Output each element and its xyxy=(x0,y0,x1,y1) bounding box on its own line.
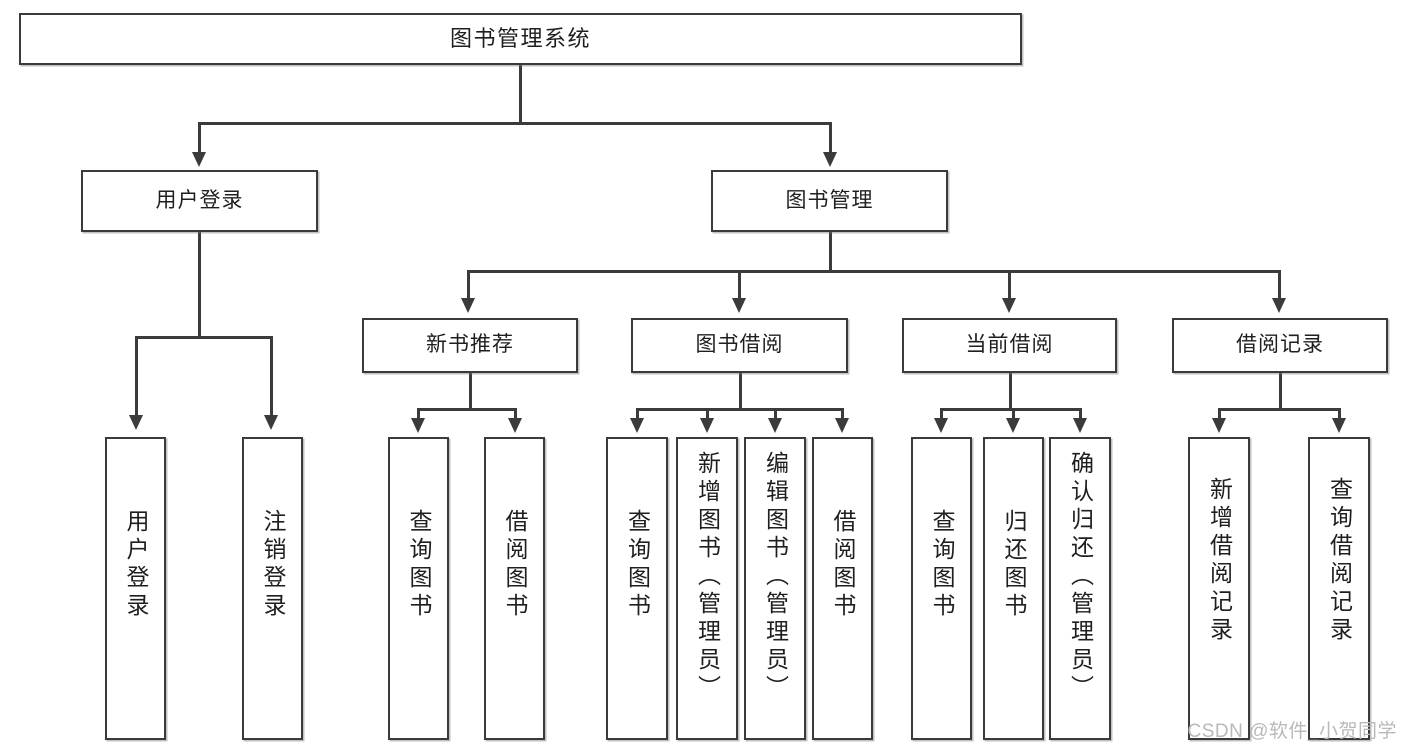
node-leaf-query-book-1[interactable]: 查询图书 xyxy=(388,437,449,740)
node-leaf-query-book-3[interactable]: 查询图书 xyxy=(911,437,972,740)
arrowhead-book-borrow xyxy=(732,298,746,313)
connector-drop-leaf-edit-book xyxy=(774,408,777,420)
node-leaf-add-book-label: 新增图书（管理员） xyxy=(694,451,721,703)
arrowhead-new-book-rec xyxy=(461,298,475,313)
node-current-borrow-label: 当前借阅 xyxy=(965,333,1054,357)
connector-drop-book-manage xyxy=(829,122,832,154)
connector-root-bus xyxy=(198,122,831,125)
node-borrow-record-label: 借阅记录 xyxy=(1236,333,1324,357)
node-leaf-query-book-2[interactable]: 查询图书 xyxy=(606,437,668,740)
node-leaf-add-record-label: 新增借阅记录 xyxy=(1206,477,1233,645)
connector-root-stem xyxy=(519,65,522,122)
node-book-borrow-label: 图书借阅 xyxy=(695,333,784,357)
node-leaf-user-login[interactable]: 用户登录 xyxy=(105,437,166,740)
arrowhead-leaf-borrow-book-1 xyxy=(508,418,522,433)
arrowhead-leaf-query-book-3 xyxy=(934,418,948,433)
connector-drop-leaf-query-book-2 xyxy=(636,408,639,420)
connector-drop-leaf-user-login xyxy=(135,336,138,417)
arrowhead-leaf-edit-book xyxy=(768,418,782,433)
arrowhead-borrow-record xyxy=(1272,298,1286,313)
node-leaf-add-record[interactable]: 新增借阅记录 xyxy=(1188,437,1250,740)
arrowhead-leaf-add-book xyxy=(700,418,714,433)
arrowhead-leaf-query-book-1 xyxy=(411,418,425,433)
node-leaf-return-book[interactable]: 归还图书 xyxy=(983,437,1044,740)
connector-book-borrow-bus xyxy=(636,408,843,411)
node-root[interactable]: 图书管理系统 xyxy=(19,13,1022,65)
node-leaf-query-book-2-label: 查询图书 xyxy=(624,509,651,621)
arrowhead-leaf-add-record xyxy=(1212,418,1226,433)
arrowhead-book-manage xyxy=(823,152,837,167)
node-leaf-borrow-book-2[interactable]: 借阅图书 xyxy=(812,437,873,740)
connector-drop-leaf-borrow-book-1 xyxy=(514,408,517,420)
connector-drop-current-borrow xyxy=(1008,270,1011,300)
connector-drop-leaf-user-logout xyxy=(270,336,273,417)
node-user-login-label: 用户登录 xyxy=(155,188,244,212)
connector-drop-leaf-return-book xyxy=(1012,408,1015,420)
node-new-book-rec[interactable]: 新书推荐 xyxy=(362,318,578,373)
node-leaf-query-record-label: 查询借阅记录 xyxy=(1326,477,1353,645)
node-user-login[interactable]: 用户登录 xyxy=(81,170,318,232)
node-book-manage[interactable]: 图书管理 xyxy=(711,170,948,232)
arrowhead-leaf-return-book xyxy=(1006,418,1020,433)
node-book-manage-label: 图书管理 xyxy=(785,188,874,212)
node-borrow-record[interactable]: 借阅记录 xyxy=(1172,318,1388,373)
connector-drop-leaf-add-book xyxy=(706,408,709,420)
node-new-book-rec-label: 新书推荐 xyxy=(426,333,514,357)
node-root-label: 图书管理系统 xyxy=(449,26,591,52)
node-leaf-confirm-return[interactable]: 确认归还（管理员） xyxy=(1049,437,1111,740)
node-leaf-return-book-label: 归还图书 xyxy=(1001,509,1027,621)
connector-borrow-record-stem xyxy=(1279,373,1282,408)
connector-new-book-rec-stem xyxy=(469,373,472,408)
node-leaf-edit-book[interactable]: 编辑图书（管理员） xyxy=(744,437,806,740)
node-leaf-user-logout-label: 注销登录 xyxy=(260,509,286,621)
connector-drop-leaf-query-book-3 xyxy=(940,408,943,420)
arrowhead-leaf-query-book-2 xyxy=(630,418,644,433)
node-leaf-borrow-book-1[interactable]: 借阅图书 xyxy=(484,437,545,740)
connector-user-login-bus xyxy=(135,336,272,339)
connector-drop-leaf-query-record xyxy=(1338,408,1341,420)
connector-book-manage-stem xyxy=(829,232,832,270)
arrowhead-user-login xyxy=(192,152,206,167)
node-leaf-user-logout[interactable]: 注销登录 xyxy=(242,437,303,740)
node-leaf-add-book[interactable]: 新增图书（管理员） xyxy=(676,437,738,740)
node-leaf-borrow-book-2-label: 借阅图书 xyxy=(830,509,856,621)
connector-book-borrow-stem xyxy=(739,373,742,408)
node-current-borrow[interactable]: 当前借阅 xyxy=(902,318,1117,373)
connector-drop-book-borrow xyxy=(738,270,741,300)
arrowhead-leaf-query-record xyxy=(1332,418,1346,433)
connector-drop-user-login xyxy=(198,122,201,154)
node-leaf-query-book-1-label: 查询图书 xyxy=(406,509,432,621)
connector-borrow-record-bus xyxy=(1218,408,1340,411)
arrowhead-leaf-confirm-return xyxy=(1073,418,1087,433)
connector-user-login-stem xyxy=(198,232,201,336)
connector-current-borrow-bus xyxy=(940,408,1081,411)
arrowhead-leaf-user-login xyxy=(129,415,143,430)
connector-current-borrow-stem xyxy=(1009,373,1012,408)
connector-drop-new-book-rec xyxy=(467,270,470,300)
node-leaf-edit-book-label: 编辑图书（管理员） xyxy=(762,451,789,703)
node-leaf-borrow-book-1-label: 借阅图书 xyxy=(502,509,528,621)
connector-drop-leaf-borrow-book-2 xyxy=(841,408,844,420)
node-leaf-user-login-label: 用户登录 xyxy=(123,509,149,621)
connector-drop-leaf-add-record xyxy=(1218,408,1221,420)
node-leaf-query-book-3-label: 查询图书 xyxy=(929,509,955,621)
connector-drop-leaf-query-book-1 xyxy=(417,408,420,420)
node-book-borrow[interactable]: 图书借阅 xyxy=(631,318,848,373)
arrowhead-leaf-user-logout xyxy=(264,415,278,430)
node-leaf-confirm-return-label: 确认归还（管理员） xyxy=(1067,451,1094,703)
connector-drop-borrow-record xyxy=(1278,270,1281,300)
connector-book-manage-bus xyxy=(467,270,1280,273)
arrowhead-current-borrow xyxy=(1002,298,1016,313)
connector-new-book-rec-bus xyxy=(417,408,516,411)
arrowhead-leaf-borrow-book-2 xyxy=(835,418,849,433)
node-leaf-query-record[interactable]: 查询借阅记录 xyxy=(1308,437,1370,740)
connector-drop-leaf-confirm-return xyxy=(1079,408,1082,420)
